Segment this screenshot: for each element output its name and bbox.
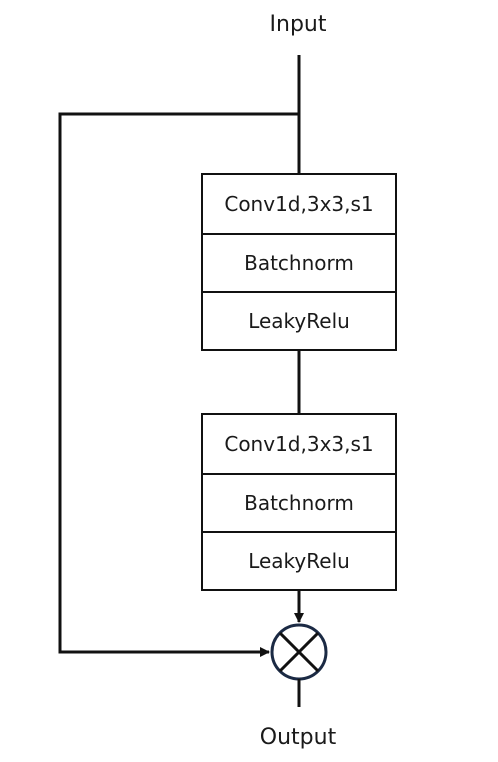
output-label: Output: [259, 725, 337, 750]
conv-block-1: Conv1d,3x3,s1 Batchnorm LeakyRelu: [201, 173, 397, 351]
batchnorm-layer-label: Batchnorm: [203, 473, 395, 531]
conv-layer-label: Conv1d,3x3,s1: [224, 432, 374, 456]
activation-layer-label: LeakyRelu: [203, 291, 395, 349]
conv-block-2: Conv1d,3x3,s1 Batchnorm LeakyRelu: [201, 413, 397, 591]
multiply-circle-icon: [270, 623, 328, 681]
conv-layer-label: Conv1d,3x3,s1: [224, 192, 374, 216]
input-label: Input: [269, 12, 327, 37]
skip-connection: [58, 112, 299, 657]
activation-layer-label: LeakyRelu: [203, 531, 395, 589]
batchnorm-layer-label: Batchnorm: [203, 233, 395, 291]
